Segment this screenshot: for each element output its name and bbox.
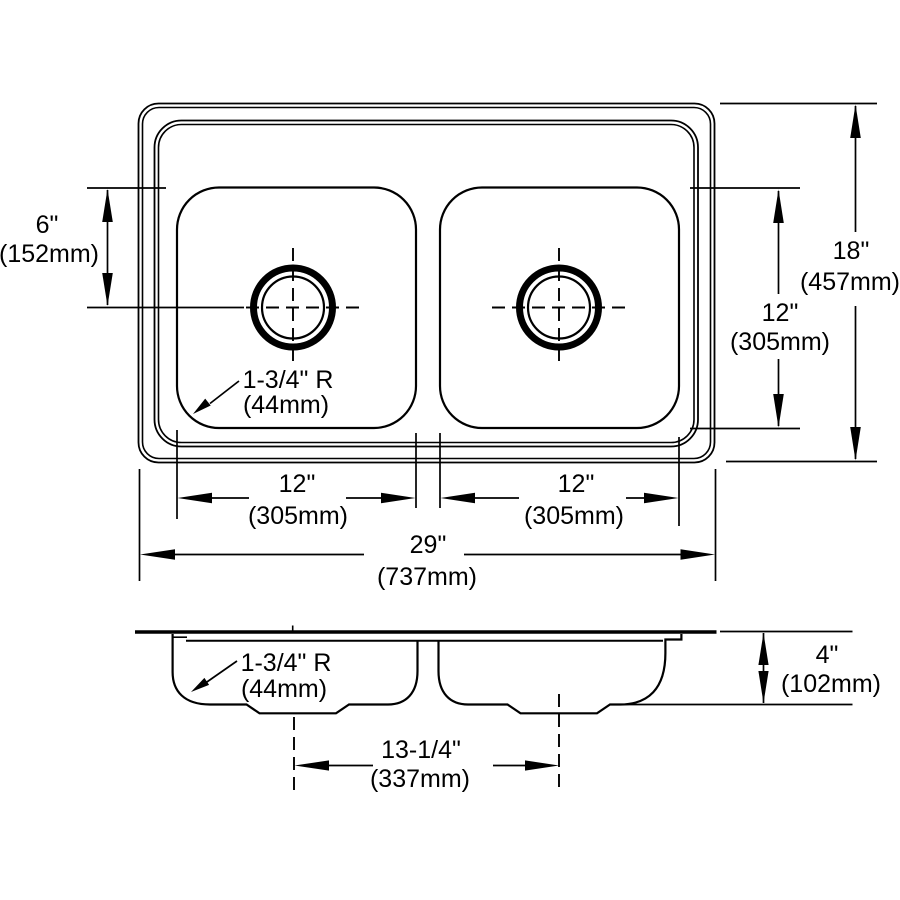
arrowhead-right [680,549,715,560]
right-bowl-outline [438,186,681,430]
dim-label: 29" [410,531,447,559]
dimension-12in-right-bowl: 12" (305mm) [439,433,680,530]
radius-label: 1-3/4" R [241,649,332,677]
dim-label-metric: (152mm) [0,240,99,268]
dim-label: 4" [816,641,839,669]
dimension-29in: 29" (737mm) [138,469,717,591]
dimension-13-1-4in: 13-1/4" (337mm) [294,736,559,793]
sink-inner-rim [153,119,699,448]
arrowhead-up [773,189,784,223]
dimension-12in-vertical: 12" (305mm) [690,187,830,430]
dim-label-metric: (737mm) [377,563,477,591]
leader-line [203,660,238,685]
dim-label-metric: (457mm) [800,268,900,296]
dimension-12in-left-bowl: 12" (305mm) [176,430,417,530]
arrowhead [193,398,211,414]
dim-label: 12" [762,299,799,327]
arrowhead-down [850,427,861,461]
side-view: 1-3/4" R (44mm) 4" (102mm) 13-1/4" (337m… [135,625,881,793]
radius-label-metric: (44mm) [243,391,329,419]
dim-label-metric: (337mm) [370,765,470,793]
arrowhead-left [140,549,175,560]
arrowhead-left [177,492,212,504]
dim-label-metric: (305mm) [248,502,348,530]
arrowhead-up [850,104,861,138]
radius-label: 1-3/4" R [243,366,334,394]
dim-label-metric: (305mm) [524,502,624,530]
dim-label: 13-1/4" [381,736,461,764]
top-view: 6" (152mm) 18" (457mm) 12" (305mm) [0,102,900,591]
arrowhead-left [440,492,475,504]
arrowhead-down [758,671,769,703]
dim-label: 12" [558,470,595,498]
arrowhead-right [525,760,559,771]
radius-callout-top: 1-3/4" R (44mm) [193,366,333,419]
arrowhead-up [102,189,113,222]
arrowhead-right [644,492,679,504]
arrowhead-right [381,492,416,504]
arrowhead-up [758,633,769,665]
radius-callout-side: 1-3/4" R (44mm) [191,649,331,703]
dimension-4in: 4" (102mm) [622,630,881,706]
arrowhead-down [773,394,784,428]
radius-label-metric: (44mm) [241,675,327,703]
dim-label-metric: (102mm) [781,670,881,698]
leader-line [209,380,240,405]
arrowhead-left [294,760,329,771]
dim-label: 12" [279,470,316,498]
dim-label: 6" [36,211,59,239]
bowls-profile-outline [171,634,683,715]
right-drain [492,248,626,368]
arrowhead [191,677,210,692]
dim-label-metric: (305mm) [730,328,830,356]
arrowhead-down [102,273,113,306]
dimension-6in: 6" (152mm) [0,187,244,309]
left-drain [246,248,362,368]
dimension-18in: 18" (457mm) [720,102,900,463]
sink-outer-rim [137,102,716,464]
dim-label: 18" [833,237,870,265]
